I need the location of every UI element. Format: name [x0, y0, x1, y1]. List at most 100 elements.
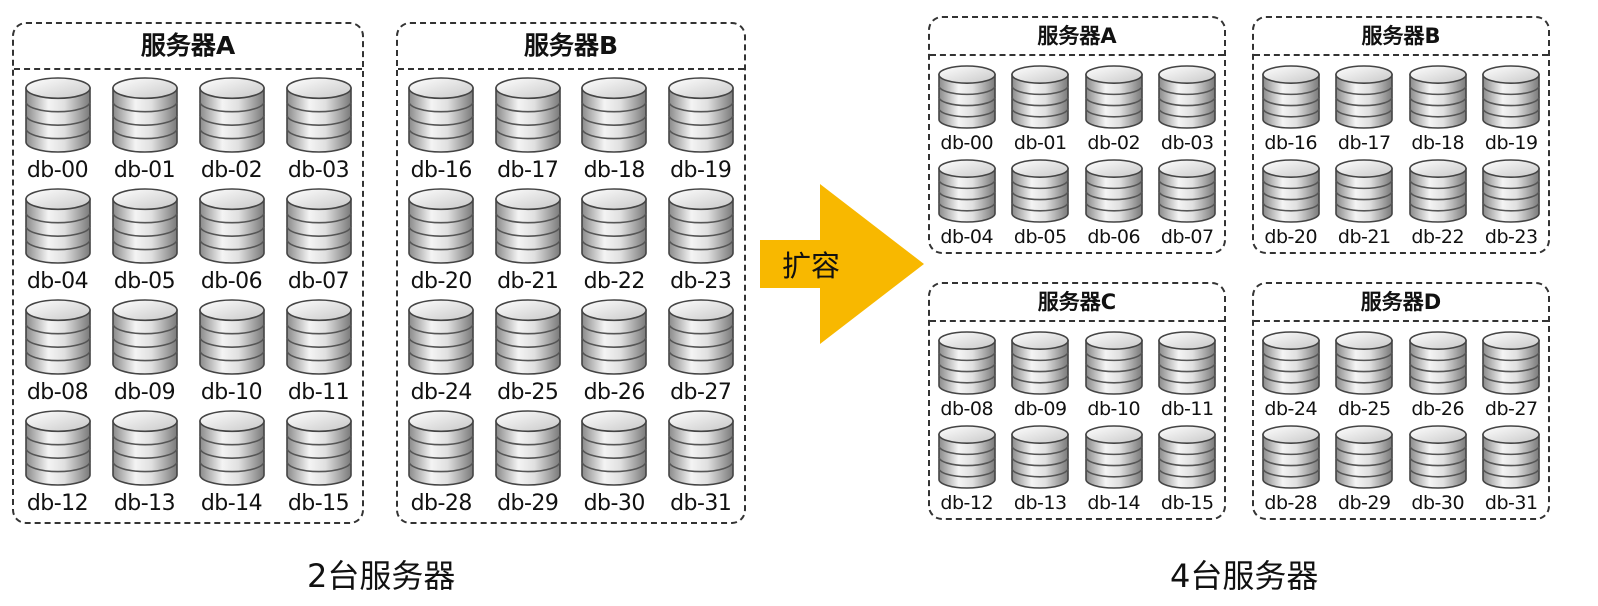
database-item: db-18: [1401, 64, 1475, 158]
db-grid: db-00 db-01: [930, 64, 1224, 252]
database-cylinder-icon: [494, 410, 561, 486]
database-label: db-14: [200, 491, 263, 516]
database-item: db-12: [14, 409, 101, 520]
database-item: db-02: [1077, 64, 1151, 158]
database-item: db-26: [1401, 330, 1475, 424]
database-item: db-22: [571, 187, 658, 298]
database-label: db-11: [287, 380, 350, 405]
database-item: db-14: [188, 409, 275, 520]
database-item: db-09: [101, 298, 188, 409]
database-label: db-22: [583, 269, 646, 294]
database-label: db-03: [287, 158, 350, 183]
database-label: db-12: [26, 491, 89, 516]
database-cylinder-icon: [1261, 159, 1320, 223]
db-grid: db-16 db-17: [398, 76, 744, 520]
database-label: db-17: [497, 158, 559, 183]
database-cylinder-icon: [1084, 159, 1143, 223]
database-item: db-13: [1004, 424, 1078, 518]
database-label: db-01: [1013, 132, 1067, 154]
database-item: db-03: [1151, 64, 1225, 158]
database-label: db-00: [26, 158, 89, 183]
database-label: db-15: [1160, 492, 1214, 514]
database-cylinder-icon: [667, 188, 734, 264]
caption-two-servers: 2台服务器: [307, 557, 456, 595]
database-item: db-09: [1004, 330, 1078, 424]
database-cylinder-icon: [1158, 425, 1217, 489]
database-label: db-16: [1264, 132, 1318, 154]
database-cylinder-icon: [581, 410, 648, 486]
database-label: db-09: [113, 380, 176, 405]
database-item: db-08: [930, 330, 1004, 424]
database-label: db-29: [1337, 492, 1391, 514]
database-item: db-06: [188, 187, 275, 298]
database-label: db-23: [670, 269, 732, 294]
database-label: db-15: [287, 491, 350, 516]
database-label: db-17: [1337, 132, 1391, 154]
database-label: db-07: [1160, 226, 1214, 248]
database-item: db-30: [1401, 424, 1475, 518]
database-cylinder-icon: [1158, 65, 1217, 129]
database-cylinder-icon: [1158, 331, 1217, 395]
database-item: db-31: [658, 409, 745, 520]
database-cylinder-icon: [494, 299, 561, 375]
arrow-label: 扩容: [782, 249, 841, 283]
database-label: db-23: [1484, 226, 1538, 248]
database-cylinder-icon: [494, 77, 561, 153]
database-cylinder-icon: [667, 77, 734, 153]
database-cylinder-icon: [24, 77, 91, 153]
database-cylinder-icon: [1084, 65, 1143, 129]
database-cylinder-icon: [1335, 331, 1394, 395]
db-grid: db-08 db-09: [930, 330, 1224, 518]
server-box: 服务器C db-08: [928, 282, 1226, 520]
database-item: db-12: [930, 424, 1004, 518]
database-cylinder-icon: [1408, 425, 1467, 489]
database-label: db-20: [1264, 226, 1318, 248]
database-item: db-00: [930, 64, 1004, 158]
database-cylinder-icon: [937, 331, 996, 395]
arrow-shape: [760, 184, 924, 344]
database-cylinder-icon: [1482, 331, 1541, 395]
database-cylinder-icon: [1011, 331, 1070, 395]
database-label: db-02: [200, 158, 263, 183]
database-item: db-21: [485, 187, 572, 298]
database-item: db-30: [571, 409, 658, 520]
database-label: db-10: [200, 380, 263, 405]
database-item: db-03: [275, 76, 362, 187]
database-item: db-17: [1328, 64, 1402, 158]
database-cylinder-icon: [408, 188, 475, 264]
database-cylinder-icon: [667, 299, 734, 375]
database-label: db-06: [1087, 226, 1141, 248]
database-label: db-25: [497, 380, 559, 405]
database-cylinder-icon: [1011, 425, 1070, 489]
database-item: db-23: [1475, 158, 1549, 252]
database-label: db-25: [1337, 398, 1391, 420]
database-item: db-08: [14, 298, 101, 409]
server-box: 服务器B db-16: [1252, 16, 1550, 254]
database-cylinder-icon: [111, 299, 178, 375]
database-label: db-30: [583, 491, 646, 516]
database-label: db-09: [1013, 398, 1067, 420]
database-label: db-04: [940, 226, 994, 248]
database-cylinder-icon: [285, 77, 352, 153]
database-label: db-11: [1160, 398, 1214, 420]
database-item: db-04: [930, 158, 1004, 252]
server-title: 服务器C: [930, 284, 1224, 322]
database-item: db-19: [658, 76, 745, 187]
database-item: db-20: [1254, 158, 1328, 252]
database-cylinder-icon: [581, 299, 648, 375]
database-item: db-27: [1475, 330, 1549, 424]
database-cylinder-icon: [285, 410, 352, 486]
database-cylinder-icon: [937, 159, 996, 223]
database-cylinder-icon: [198, 188, 265, 264]
database-item: db-27: [658, 298, 745, 409]
database-label: db-08: [940, 398, 994, 420]
database-label: db-24: [1264, 398, 1318, 420]
database-cylinder-icon: [111, 188, 178, 264]
server-title: 服务器B: [1254, 18, 1548, 56]
database-label: db-19: [1484, 132, 1538, 154]
database-cylinder-icon: [1158, 159, 1217, 223]
caption-four-servers: 4台服务器: [1170, 557, 1319, 595]
database-cylinder-icon: [937, 425, 996, 489]
database-label: db-08: [26, 380, 89, 405]
database-label: db-24: [410, 380, 473, 405]
